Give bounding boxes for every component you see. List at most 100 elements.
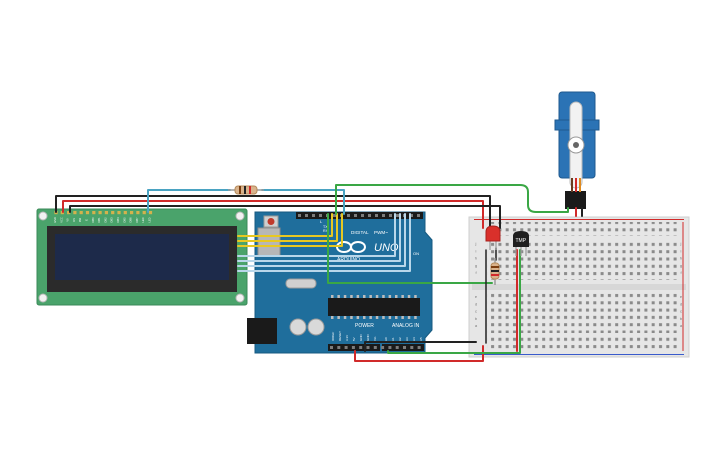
wire-led-signal-green[interactable] bbox=[327, 213, 493, 284]
wire-lcd-db-yellow-3[interactable] bbox=[237, 213, 343, 247]
bottom-pin[interactable] bbox=[373, 346, 377, 349]
bottom-pin[interactable] bbox=[388, 346, 392, 349]
bottom-pin[interactable] bbox=[403, 346, 406, 349]
digital-pin[interactable] bbox=[368, 214, 371, 217]
digital-pin[interactable] bbox=[389, 214, 392, 217]
lcd-pin-label: DB7 bbox=[135, 217, 139, 223]
wire-lcd-contrast-black[interactable] bbox=[69, 205, 501, 229]
terminal-bottom-holes bbox=[487, 293, 677, 333]
digital-pin[interactable] bbox=[298, 214, 301, 217]
servo-shaft bbox=[573, 142, 579, 148]
bb-row-letter: b bbox=[475, 316, 478, 321]
bb-row-letter: g bbox=[475, 263, 477, 268]
wire-lcd-gnd-black[interactable] bbox=[55, 195, 491, 229]
lcd-pin[interactable] bbox=[98, 211, 102, 215]
bottom-pin[interactable] bbox=[351, 346, 355, 349]
lcd-pin-label: LED bbox=[148, 217, 152, 222]
bb-row-letter: i bbox=[681, 248, 682, 253]
lcd-pin[interactable] bbox=[148, 211, 153, 215]
wire-servo-signal-green[interactable] bbox=[335, 184, 569, 215]
lcd-pin[interactable] bbox=[92, 211, 96, 215]
wire-lcd-db-blue-2[interactable] bbox=[237, 213, 401, 262]
servo-motor[interactable] bbox=[554, 91, 600, 209]
digital-header-pins[interactable] bbox=[298, 214, 420, 217]
lcd-pin-label: LED bbox=[141, 217, 145, 222]
digital-pin[interactable] bbox=[375, 214, 378, 217]
lcd-pin[interactable] bbox=[117, 211, 121, 215]
capacitor-1 bbox=[289, 318, 307, 336]
resistor-led[interactable] bbox=[490, 258, 500, 285]
digital-pin[interactable] bbox=[319, 214, 322, 217]
analog-pin-label: A2 bbox=[398, 337, 402, 341]
resistor-lcd-backlight[interactable] bbox=[228, 185, 264, 195]
power-pin-label: GND bbox=[359, 334, 363, 342]
digital-pin[interactable] bbox=[382, 214, 385, 217]
wire-sensor-analog-green[interactable] bbox=[387, 249, 521, 354]
wire-resistor-to-arduino-teal[interactable] bbox=[261, 189, 345, 215]
bb-row-letter: g bbox=[680, 263, 682, 268]
digital-pin[interactable] bbox=[361, 214, 364, 217]
digital-pin[interactable] bbox=[417, 214, 420, 217]
lcd-pin-label: DB5 bbox=[122, 217, 126, 223]
power-pin-label: GND bbox=[366, 334, 370, 342]
lcd-mount-hole-tr bbox=[235, 211, 245, 221]
bottom-pin[interactable] bbox=[337, 346, 341, 349]
wire-lcd-db-blue-1[interactable] bbox=[237, 213, 396, 257]
lcd-pin-label: RS bbox=[72, 218, 76, 222]
lcd-pin[interactable] bbox=[104, 211, 108, 215]
bb-row-letter: j bbox=[680, 241, 682, 246]
digital-pin[interactable] bbox=[354, 214, 357, 217]
bottom-pin[interactable] bbox=[330, 346, 333, 349]
bottom-pin[interactable] bbox=[344, 346, 348, 349]
bottom-pin[interactable] bbox=[381, 346, 385, 349]
analog-in-label: ANALOG IN bbox=[392, 323, 420, 329]
wire-lcd-vcc-red[interactable] bbox=[62, 200, 484, 229]
digital-pin[interactable] bbox=[312, 214, 315, 217]
lcd-pin[interactable] bbox=[79, 211, 83, 215]
tx-label: TX bbox=[323, 225, 328, 229]
bottom-pin[interactable] bbox=[395, 346, 399, 349]
bottom-header-pins[interactable] bbox=[330, 346, 421, 349]
wire-lcd-db-yellow-1[interactable] bbox=[237, 213, 333, 237]
bb-row-letter: a bbox=[475, 323, 478, 328]
bottom-pin[interactable] bbox=[366, 346, 370, 349]
lcd-pin[interactable] bbox=[123, 211, 127, 215]
temperature-sensor[interactable]: TMP bbox=[513, 231, 529, 256]
lcd-pin[interactable] bbox=[136, 211, 140, 215]
digital-label: DIGITAL bbox=[351, 230, 369, 235]
wire-lcd-db-blue-4[interactable] bbox=[237, 213, 411, 272]
lcd-pin-label: DB3 bbox=[110, 217, 114, 223]
red-led[interactable] bbox=[485, 225, 501, 250]
wire-lcd-db-blue-3[interactable] bbox=[237, 213, 406, 267]
bb-row-letter: d bbox=[475, 301, 477, 306]
crystal-oscillator bbox=[285, 278, 317, 289]
bottom-pin[interactable] bbox=[417, 346, 421, 349]
lcd-pin[interactable] bbox=[73, 211, 77, 215]
lcd-pin[interactable] bbox=[142, 211, 146, 215]
digital-pin[interactable] bbox=[347, 214, 350, 217]
lcd-pin[interactable] bbox=[130, 211, 134, 215]
power-label: POWER bbox=[355, 323, 374, 329]
wire-lcd-led-teal[interactable] bbox=[147, 189, 231, 213]
pwm-label: PWM~ bbox=[374, 230, 388, 235]
lcd-pin[interactable] bbox=[85, 211, 90, 215]
lcd-pin-label: DB2 bbox=[103, 217, 107, 223]
on-label: ON bbox=[413, 251, 419, 256]
wire-lcd-db-yellow-2[interactable] bbox=[237, 213, 338, 242]
digital-pin[interactable] bbox=[396, 214, 399, 217]
digital-pin[interactable] bbox=[305, 214, 308, 217]
digital-pin[interactable] bbox=[333, 214, 336, 217]
digital-pin[interactable] bbox=[410, 214, 413, 217]
bottom-pin[interactable] bbox=[410, 346, 414, 349]
bb-row-letter: c bbox=[680, 309, 682, 314]
lcd-pin[interactable] bbox=[67, 211, 71, 215]
power-pin-label: Vin bbox=[373, 336, 377, 341]
reset-button-cap[interactable] bbox=[267, 218, 275, 225]
lcd-pin[interactable] bbox=[111, 211, 115, 215]
bottom-pin[interactable] bbox=[359, 346, 363, 349]
l-led-label: L bbox=[320, 219, 323, 224]
wire-arduino-gnd-black[interactable] bbox=[364, 341, 477, 352]
